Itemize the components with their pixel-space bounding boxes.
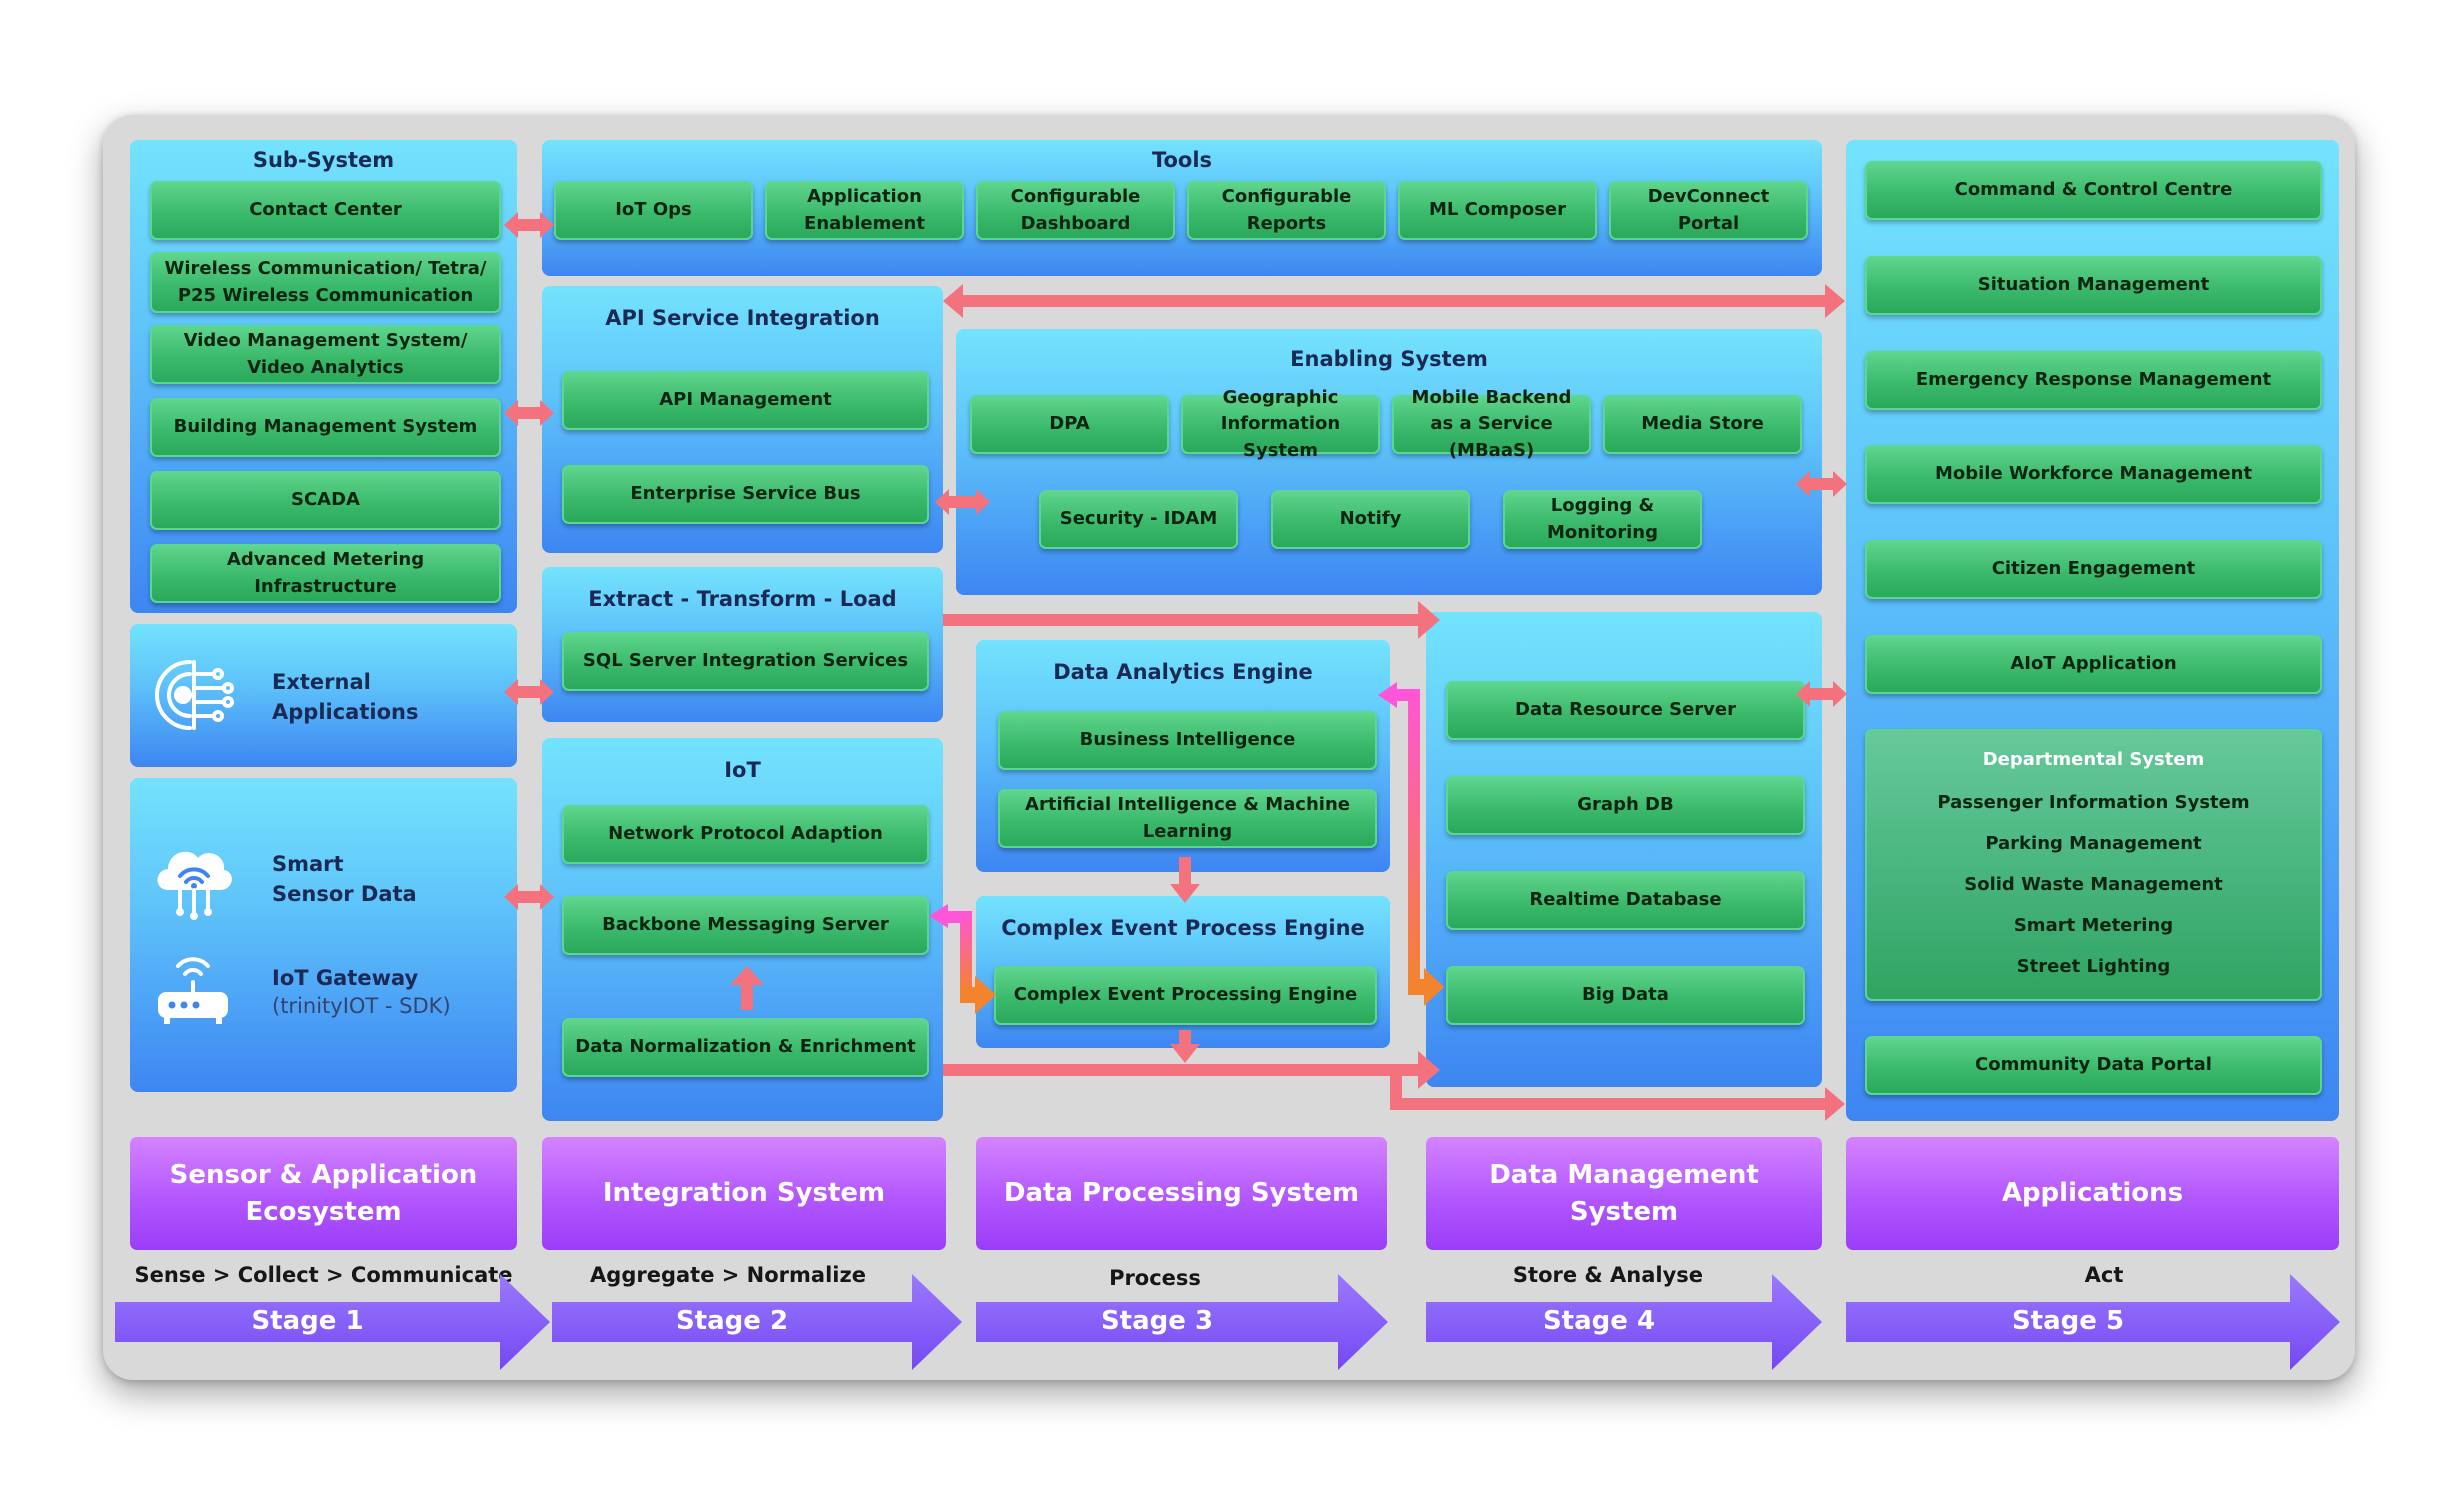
network-protocol-adaption[interactable]: Network Protocol Adaption bbox=[562, 805, 929, 864]
departmental-system[interactable]: Departmental System Passenger Informatio… bbox=[1865, 729, 2322, 1001]
etl-title: Extract - Transform - Load bbox=[588, 587, 897, 611]
stage-system-1: Sensor & Application Ecosystem bbox=[130, 1137, 517, 1250]
smart-sensor-label: Smart Sensor Data bbox=[272, 852, 417, 906]
graph-db[interactable]: Graph DB bbox=[1446, 776, 1805, 835]
api-service-title: API Service Integration bbox=[605, 306, 880, 330]
big-data[interactable]: Big Data bbox=[1446, 966, 1805, 1025]
tool-devconnect-portal[interactable]: DevConnect Portal bbox=[1609, 181, 1808, 240]
app-command-control-centre[interactable]: Command & Control Centre bbox=[1865, 161, 2322, 220]
subsystem-building-management[interactable]: Building Management System bbox=[150, 398, 501, 457]
tool-application-enablement[interactable]: Application Enablement bbox=[765, 181, 964, 240]
iot-title: IoT bbox=[724, 758, 761, 782]
iot-gateway-icon bbox=[150, 950, 236, 1030]
backbone-messaging-server[interactable]: Backbone Messaging Server bbox=[562, 896, 929, 955]
stage-system-3: Data Processing System bbox=[976, 1137, 1387, 1250]
complex-event-title: Complex Event Process Engine bbox=[1001, 916, 1365, 940]
stage-label-4: Stage 4 bbox=[1542, 1306, 1656, 1336]
stage-system-5: Applications bbox=[1846, 1137, 2339, 1250]
subsystem-title: Sub-System bbox=[252, 148, 395, 172]
smart-sensor-cloud-icon bbox=[150, 832, 236, 922]
artificial-intelligence-ml[interactable]: Artificial Intelligence & Machine Learni… bbox=[998, 789, 1377, 848]
subsystem-wireless-communication[interactable]: Wireless Communication/ Tetra/ P25 Wirel… bbox=[150, 252, 501, 313]
iot-gateway-sub: (trinityIOT - SDK) bbox=[272, 994, 451, 1018]
stage-label-1: Stage 1 bbox=[251, 1306, 364, 1336]
enabling-dpa[interactable]: DPA bbox=[970, 395, 1169, 454]
app-emergency-response[interactable]: Emergency Response Management bbox=[1865, 351, 2322, 410]
stage-steps-5: Act bbox=[2084, 1263, 2124, 1287]
dept-street-lighting: Street Lighting bbox=[2016, 956, 2171, 977]
tool-configurable-reports[interactable]: Configurable Reports bbox=[1187, 181, 1386, 240]
data-resource-server[interactable]: Data Resource Server bbox=[1446, 681, 1805, 740]
stage-label-3: Stage 3 bbox=[1100, 1306, 1214, 1336]
business-intelligence[interactable]: Business Intelligence bbox=[998, 711, 1377, 770]
complex-event-processing-engine[interactable]: Complex Event Processing Engine bbox=[994, 966, 1377, 1025]
app-mobile-workforce[interactable]: Mobile Workforce Management bbox=[1865, 445, 2322, 504]
dept-smart-metering: Smart Metering bbox=[2013, 915, 2174, 936]
stage-label-5: Stage 5 bbox=[2011, 1306, 2125, 1336]
tool-iot-ops[interactable]: IoT Ops bbox=[554, 181, 753, 240]
tool-configurable-dashboard[interactable]: Configurable Dashboard bbox=[976, 181, 1175, 240]
tools-panel: Tools bbox=[542, 140, 1822, 276]
realtime-database[interactable]: Realtime Database bbox=[1446, 871, 1805, 930]
tools-title: Tools bbox=[1151, 148, 1213, 172]
app-situation-management[interactable]: Situation Management bbox=[1865, 256, 2322, 315]
stage-steps-3: Process bbox=[1109, 1266, 1201, 1290]
enabling-logging-monitoring[interactable]: Logging & Monitoring bbox=[1503, 490, 1702, 549]
enterprise-service-bus[interactable]: Enterprise Service Bus bbox=[562, 465, 929, 524]
stage-steps-1: Sense > Collect > Communicate bbox=[134, 1263, 513, 1287]
subsystem-video-management[interactable]: Video Management System/ Video Analytics bbox=[150, 325, 501, 384]
iot-gateway-label: IoT Gateway bbox=[272, 966, 419, 990]
departmental-system-title: Departmental System bbox=[1982, 749, 2205, 770]
subsystem-contact-center[interactable]: Contact Center bbox=[150, 181, 501, 240]
stage-steps-4: Store & Analyse bbox=[1512, 1263, 1704, 1287]
enabling-geographic-information-system[interactable]: Geographic Information System bbox=[1181, 387, 1380, 461]
smart-sensor-panel bbox=[130, 778, 517, 1092]
app-community-data-portal[interactable]: Community Data Portal bbox=[1865, 1036, 2322, 1095]
api-management[interactable]: API Management bbox=[562, 371, 929, 430]
dept-parking-management: Parking Management bbox=[1985, 833, 2202, 854]
enabling-notify[interactable]: Notify bbox=[1271, 490, 1470, 549]
data-normalization-enrichment[interactable]: Data Normalization & Enrichment bbox=[562, 1018, 929, 1077]
stage-system-2: Integration System bbox=[542, 1137, 946, 1250]
enabling-system-panel: Enabling System bbox=[956, 329, 1822, 595]
external-applications-icon bbox=[150, 652, 236, 738]
stage-system-4: Data Management System bbox=[1426, 1137, 1822, 1250]
subsystem-advanced-metering[interactable]: Advanced Metering Infrastructure bbox=[150, 544, 501, 603]
enabling-mobile-backend[interactable]: Mobile Backend as a Service (MBaaS) bbox=[1392, 387, 1591, 461]
dept-solid-waste: Solid Waste Management bbox=[1964, 874, 2223, 895]
app-citizen-engagement[interactable]: Citizen Engagement bbox=[1865, 540, 2322, 599]
app-aiot-application[interactable]: AIoT Application bbox=[1865, 635, 2322, 694]
dept-passenger-information: Passenger Information System bbox=[1937, 792, 2250, 813]
tool-ml-composer[interactable]: ML Composer bbox=[1398, 181, 1597, 240]
subsystem-scada[interactable]: SCADA bbox=[150, 471, 501, 530]
enabling-security-idam[interactable]: Security - IDAM bbox=[1039, 490, 1238, 549]
stage-steps-2: Aggregate > Normalize bbox=[590, 1263, 866, 1287]
enabling-system-title: Enabling System bbox=[1290, 347, 1488, 371]
sql-server-integration-services[interactable]: SQL Server Integration Services bbox=[562, 632, 929, 691]
stage-label-2: Stage 2 bbox=[675, 1306, 789, 1336]
external-applications-label: External Applications bbox=[272, 670, 419, 724]
enabling-media-store[interactable]: Media Store bbox=[1603, 395, 1802, 454]
data-analytics-title: Data Analytics Engine bbox=[1053, 660, 1313, 684]
